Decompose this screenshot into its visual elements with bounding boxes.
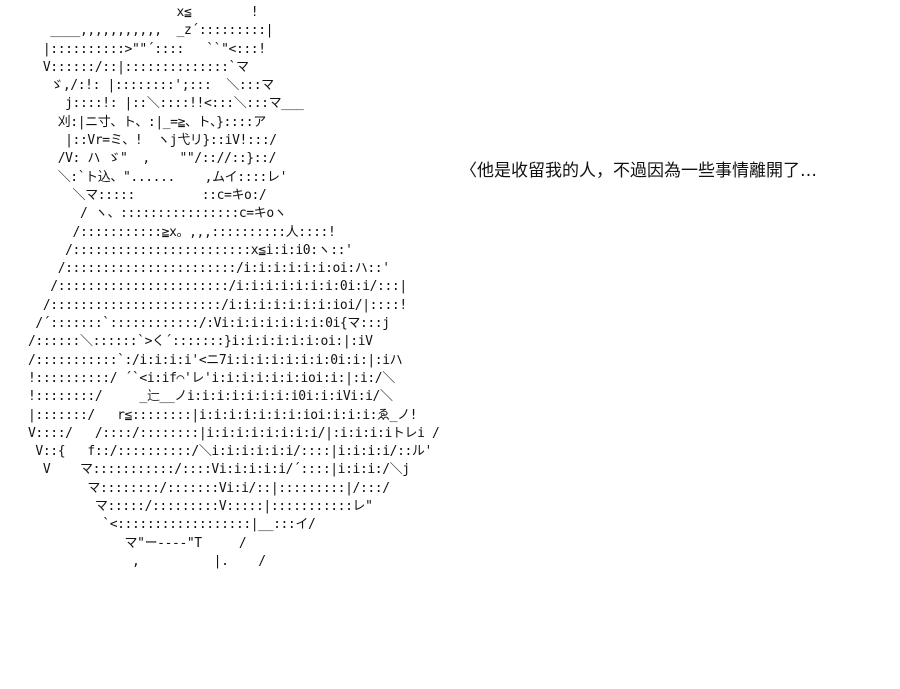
art-line: /::::::::::::::::::::::::x≦i:i:i0:ヽ::'	[28, 242, 353, 258]
art-line: マ::::::::/:::::::Vi:i/::|:::::::::|/:::/	[28, 480, 390, 496]
art-line: V::{ f::/::::::::::/＼i:i:i:i:i:i/::::|i:…	[28, 444, 432, 460]
art-line: /:::::::::::`:/i:i:i:i'<ニ7i:i:i:i:i:i:i:…	[28, 352, 403, 368]
art-line: /:::::::::::::::::::::::/i:i:i:i:i:i:i:0…	[28, 279, 407, 295]
art-line: |::Vr=ミ、! ヽj弋リ}::iV!:::/	[28, 133, 277, 149]
art-line: /::::::＼::::::`>く´:::::::}i:i:i:i:i:i:oi…	[28, 334, 373, 350]
ascii-art-figure: x≦ ! ____,,,,,,,,,,, _z´:::::::::| |::::…	[28, 4, 458, 686]
art-line: マ:::::/:::::::::V:::::|:::::::::::レ"	[28, 499, 373, 515]
art-line: 刈:|ニ寸、ト、:|_=≧、ト、}::::ア	[28, 114, 267, 130]
art-line: ＼:`ト込、"...... ,ムイ::::レ'	[28, 169, 288, 185]
art-line: /:::::::::::≧x。,,,::::::::::人::::!	[28, 224, 336, 240]
art-line: /:::::::::::::::::::::::/i:i:i:i:i:i:oi:…	[28, 261, 390, 277]
art-line: V::::::/::|::::::::::::::`マ	[28, 59, 249, 75]
art-line: !::::::::/ _辷__ノi:i:i:i:i:i:i:i0i:i:iVi:…	[28, 389, 393, 405]
art-line: j::::!: |::＼::::!!<:::＼:::マ___	[28, 96, 304, 112]
art-line: ____,,,,,,,,,,, _z´:::::::::|	[28, 23, 274, 39]
art-line: マ"ー----"T /	[28, 535, 247, 551]
art-line: V マ:::::::::::/::::Vi:i:i:i:i/´::::|i:i:…	[28, 462, 410, 478]
art-line: , |. /	[28, 553, 266, 569]
art-line: ゞ,/:!: |::::::::';::: ＼:::マ	[28, 78, 274, 94]
art-line: / ヽ、::::::::::::::::c=キoヽ	[28, 206, 287, 222]
art-line: /´:::::::`::::::::::::/:Vi:i:i:i:i:i:i:0…	[28, 316, 390, 332]
art-line: V::::/ /::::/::::::::|i:i:i:i:i:i:i:i/|:…	[28, 425, 440, 441]
art-line: |::::::::::>""´:::: ``"<:::!	[28, 41, 266, 57]
art-line: /V: ハ ゞ" , ""/:://::}::/	[28, 151, 277, 167]
art-line: /:::::::::::::::::::::::/i:i:i:i:i:i:i:i…	[28, 297, 407, 313]
art-line: |:::::::/ r≦::::::::|i:i:i:i:i:i:i:ioi:i…	[28, 407, 418, 423]
art-line: x≦ !	[28, 5, 259, 20]
dialogue-caption: 〈他是收留我的人，不過因為一些事情離開了…	[460, 161, 817, 181]
art-line: `<::::::::::::::::::|__:::イ/	[28, 517, 316, 533]
art-line: !::::::::::/ ´`<i:if⌒'レ'i:i:i:i:i:i:ioi:…	[28, 370, 395, 386]
art-line: ＼マ::::: ::c=キo:/	[28, 187, 267, 203]
